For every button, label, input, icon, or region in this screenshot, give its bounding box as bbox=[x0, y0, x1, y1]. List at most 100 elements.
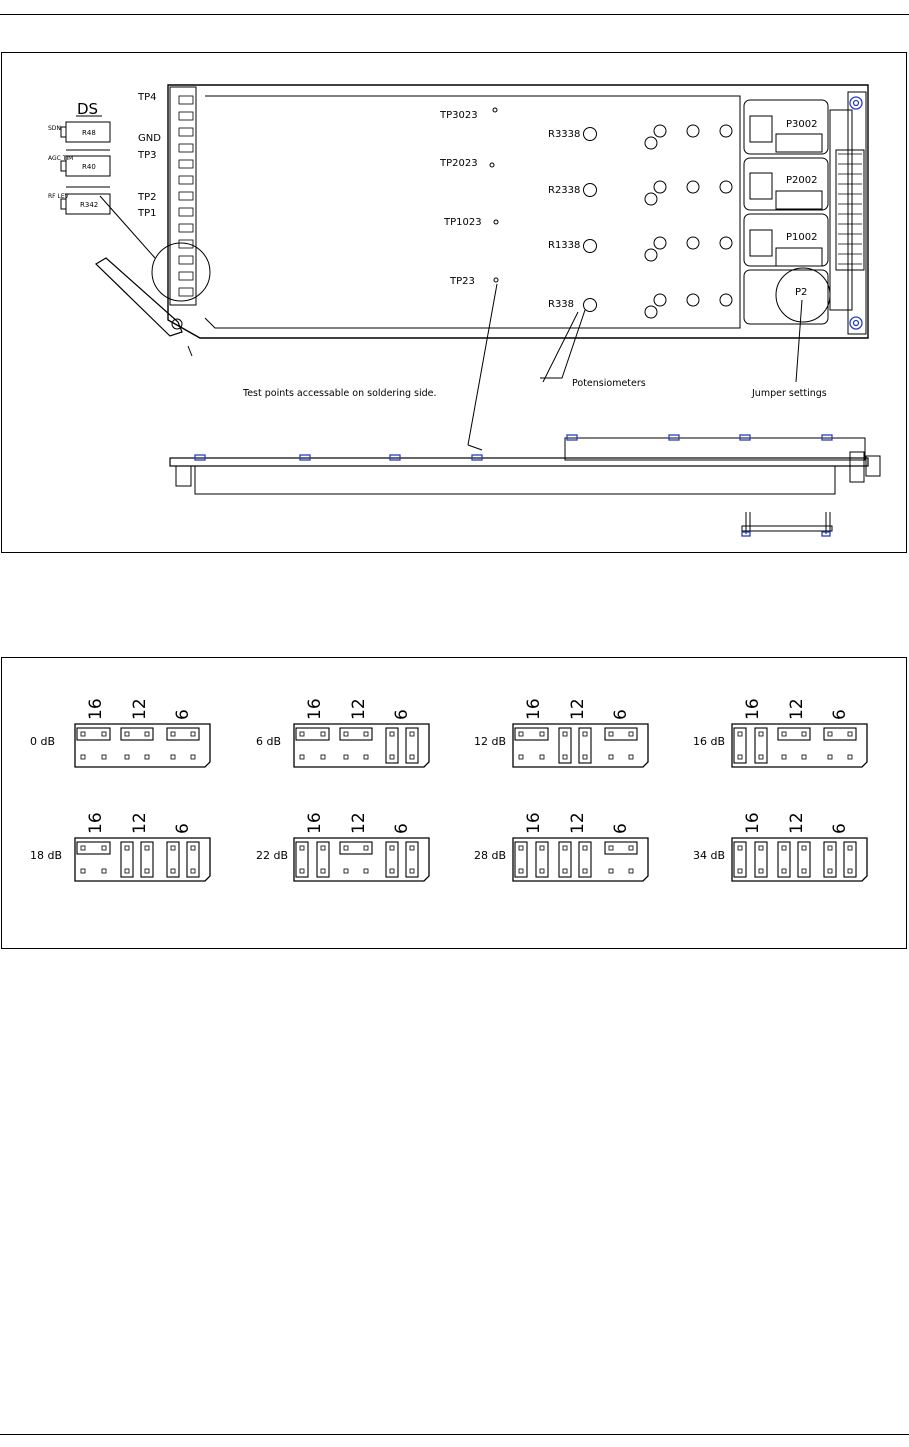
ds-part-3: R342 bbox=[80, 201, 98, 209]
jumper-pin bbox=[343, 845, 349, 851]
jumper-pin bbox=[801, 845, 807, 851]
jumper-pin bbox=[409, 845, 415, 851]
edge-component bbox=[178, 287, 194, 297]
test-point-dot bbox=[493, 219, 499, 225]
edge-component bbox=[178, 223, 194, 233]
test-point-label-1: TP3023 bbox=[439, 110, 478, 121]
jumper-pin bbox=[582, 731, 588, 737]
annotation-potentiometers: Potensiometers bbox=[572, 378, 646, 389]
jumper-pin bbox=[101, 845, 107, 851]
jumper-header bbox=[775, 247, 823, 267]
jumper-pin bbox=[320, 754, 326, 760]
edge-label-gnd: GND bbox=[138, 133, 161, 144]
jumper-cap-vertical bbox=[754, 841, 768, 878]
jumper-pin bbox=[847, 754, 853, 760]
jumper-pin bbox=[539, 754, 545, 760]
jumper-cap-vertical bbox=[558, 727, 572, 764]
jumper-number-label: 12 bbox=[349, 812, 369, 834]
jumper-pin bbox=[518, 754, 524, 760]
edge-label-tp4: TP4 bbox=[137, 92, 157, 103]
pot-label-1: R3338 bbox=[548, 129, 580, 140]
edge-component bbox=[178, 111, 194, 121]
edge-component bbox=[178, 127, 194, 137]
jumper-header bbox=[293, 837, 430, 882]
jumper-block-label-4: P2 bbox=[795, 287, 807, 298]
test-point-label-3: TP1023 bbox=[443, 217, 482, 228]
jumper-pin bbox=[144, 845, 150, 851]
jumper-table-frame bbox=[1, 657, 907, 949]
jumper-cap-vertical bbox=[120, 841, 134, 878]
jumper-pin bbox=[144, 754, 150, 760]
potentiometer-knob bbox=[653, 124, 667, 138]
jumper-pin bbox=[628, 868, 634, 874]
jumper-pin bbox=[409, 731, 415, 737]
jumper-number-label: 12 bbox=[130, 812, 150, 834]
db-label: 18 dB bbox=[30, 849, 62, 862]
jumper-number-label: 6 bbox=[173, 709, 193, 720]
jumper-pin bbox=[608, 754, 614, 760]
jumper-pin bbox=[299, 731, 305, 737]
jumper-number-label: 12 bbox=[568, 812, 588, 834]
potentiometer-knob bbox=[719, 180, 733, 194]
edge-label-tp2: TP2 bbox=[137, 192, 157, 203]
jumper-cap-vertical bbox=[140, 841, 154, 878]
jumper-cap-vertical bbox=[777, 841, 791, 878]
jumper-pin bbox=[562, 868, 568, 874]
jumper-number-label: 6 bbox=[611, 823, 631, 834]
jumper-cap-horizontal bbox=[823, 727, 857, 741]
jumper-pin bbox=[170, 754, 176, 760]
jumper-cap-horizontal bbox=[76, 841, 111, 855]
potentiometer-knob bbox=[653, 293, 667, 307]
edge-label-tp3: TP3 bbox=[137, 150, 157, 161]
ds-title: DS bbox=[77, 100, 98, 118]
pot-label-3: R1338 bbox=[548, 240, 580, 251]
jumper-cap-vertical bbox=[733, 727, 747, 764]
jumper-pin bbox=[80, 845, 86, 851]
jumper-pin bbox=[628, 731, 634, 737]
test-point-dot bbox=[489, 162, 495, 168]
jumper-cap-vertical bbox=[295, 841, 309, 878]
jumper-number-label: 6 bbox=[173, 823, 193, 834]
jumper-pin bbox=[539, 845, 545, 851]
potentiometer-knob bbox=[686, 180, 700, 194]
jumper-header bbox=[74, 723, 211, 768]
jumper-pin bbox=[582, 754, 588, 760]
jumper-number-label: 16 bbox=[524, 812, 544, 834]
jumper-pin bbox=[144, 731, 150, 737]
pot-label-4: R338 bbox=[548, 299, 574, 310]
jumper-cap-vertical bbox=[754, 727, 768, 764]
jumper-pin bbox=[562, 754, 568, 760]
jumper-pin bbox=[628, 754, 634, 760]
edge-component bbox=[178, 271, 194, 281]
jumper-pin bbox=[758, 754, 764, 760]
jumper-pin bbox=[827, 754, 833, 760]
potentiometer-knob bbox=[644, 305, 658, 319]
jumper-cap-horizontal bbox=[777, 727, 811, 741]
jumper-number-label: 6 bbox=[830, 709, 850, 720]
jumper-pin bbox=[409, 868, 415, 874]
db-label: 16 dB bbox=[693, 735, 725, 748]
jumper-pin bbox=[299, 845, 305, 851]
jumper-block-label-3: P1002 bbox=[786, 232, 817, 243]
jumper-pin bbox=[363, 731, 369, 737]
jumper-pin bbox=[562, 845, 568, 851]
edge-component bbox=[178, 191, 194, 201]
jumper-pin bbox=[190, 845, 196, 851]
db-label: 6 dB bbox=[256, 735, 281, 748]
potentiometer-knob bbox=[644, 248, 658, 262]
jumper-cap-vertical bbox=[405, 841, 419, 878]
jumper-pin bbox=[758, 845, 764, 851]
jumper-header bbox=[512, 723, 649, 768]
jumper-pin bbox=[170, 731, 176, 737]
jumper-pin bbox=[758, 731, 764, 737]
jumper-cap-vertical bbox=[405, 727, 419, 764]
jumper-number-label: 16 bbox=[305, 812, 325, 834]
edge-component bbox=[178, 207, 194, 217]
jumper-pin bbox=[628, 845, 634, 851]
jumper-pin bbox=[827, 731, 833, 737]
